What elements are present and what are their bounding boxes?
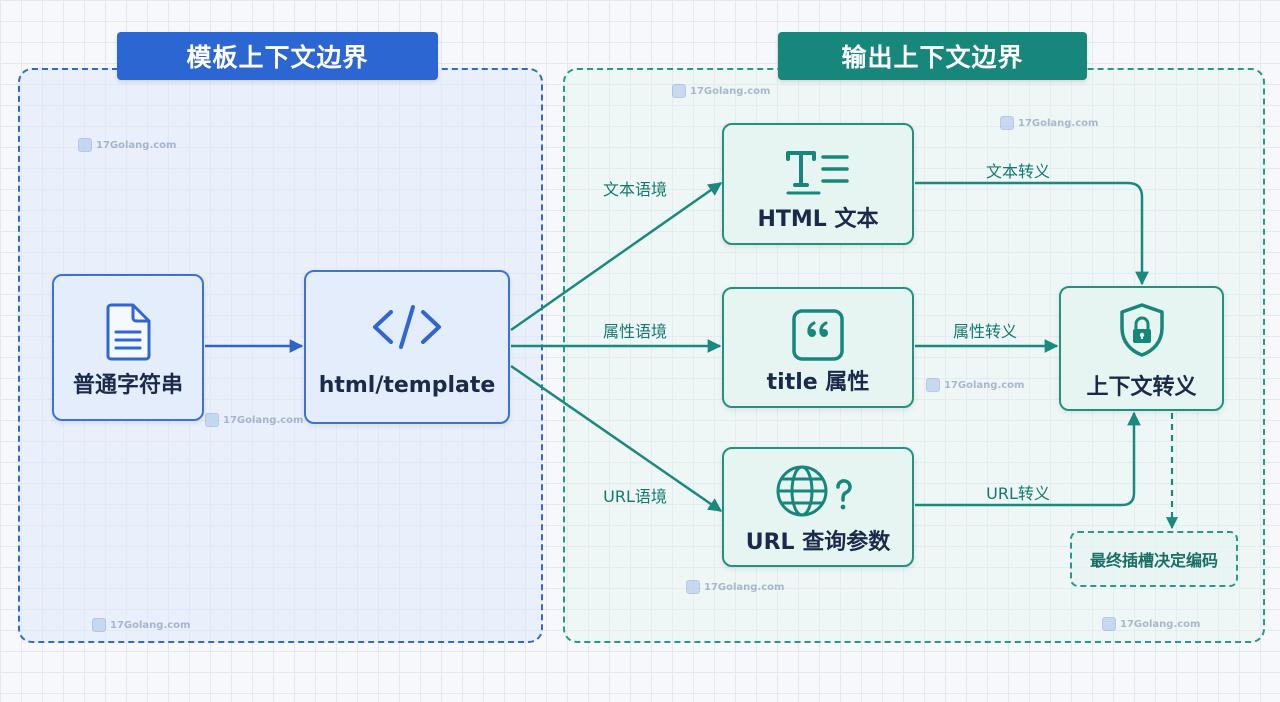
watermark: 17Golang.com <box>78 138 176 152</box>
watermark-logo-icon <box>1102 617 1116 631</box>
context-escape-node: 上下文转义 <box>1059 286 1224 411</box>
document-icon <box>106 303 151 361</box>
edge-label-attr-escape: 属性转义 <box>952 322 1018 341</box>
watermark-logo-icon <box>686 580 700 594</box>
html-template-label: html/template <box>318 373 496 398</box>
arrow-template-to-html-text <box>510 181 723 332</box>
context-escape-label: 上下文转义 <box>1086 375 1197 400</box>
text-format-icon <box>786 151 849 195</box>
watermark-logo-icon <box>1000 116 1014 130</box>
title-attr-label: title 属性 <box>766 370 870 395</box>
html-template-node: html/template <box>304 270 510 424</box>
edge-label-text-escape: 文本转义 <box>985 162 1051 181</box>
edge-label-url-context: URL语境 <box>603 487 667 506</box>
edge-label-attr-context: 属性语境 <box>602 322 668 341</box>
output-region-title: 输出上下文边界 <box>778 32 1087 80</box>
watermark-logo-icon <box>92 618 106 632</box>
plain-string-node: 普通字符串 <box>52 274 204 421</box>
quote-icon <box>792 309 844 361</box>
url-query-node: URL 查询参数 <box>722 447 914 567</box>
edge-label-url-escape: URL转义 <box>986 484 1050 503</box>
watermark-text: 17Golang.com <box>690 85 771 97</box>
watermark: 17Golang.com <box>205 413 303 427</box>
watermark-text: 17Golang.com <box>223 414 304 426</box>
watermark: 17Golang.com <box>92 618 190 632</box>
arrow-url-query-to-escape <box>915 411 1141 507</box>
arrow-template-to-url-query <box>510 364 723 513</box>
html-text-label: HTML 文本 <box>757 207 879 232</box>
watermark-text: 17Golang.com <box>110 619 191 631</box>
code-icon <box>373 305 441 349</box>
edge-label-text-context: 文本语境 <box>602 180 668 199</box>
watermark-logo-icon <box>672 84 686 98</box>
watermark-text: 17Golang.com <box>1018 117 1099 129</box>
shield-lock-icon <box>1119 303 1164 357</box>
watermark: 17Golang.com <box>672 84 770 98</box>
html-text-node: HTML 文本 <box>722 123 914 245</box>
title-attr-node: title 属性 <box>722 287 914 408</box>
watermark: 17Golang.com <box>686 580 784 594</box>
watermark: 17Golang.com <box>926 378 1024 392</box>
watermark-text: 17Golang.com <box>704 581 785 593</box>
watermark: 17Golang.com <box>1000 116 1098 130</box>
url-query-label: URL 查询参数 <box>745 530 891 555</box>
watermark-logo-icon <box>926 378 940 392</box>
watermark-logo-icon <box>78 138 92 152</box>
globe-question-icon <box>776 465 852 517</box>
watermark-logo-icon <box>205 413 219 427</box>
plain-string-label: 普通字符串 <box>72 373 183 398</box>
watermark-text: 17Golang.com <box>944 379 1025 391</box>
watermark: 17Golang.com <box>1102 617 1200 631</box>
arrow-html-text-to-escape <box>915 181 1149 286</box>
template-region-title: 模板上下文边界 <box>117 32 438 80</box>
final-slot-note: 最终插槽决定编码 <box>1070 531 1238 587</box>
watermark-text: 17Golang.com <box>1120 618 1201 630</box>
watermark-text: 17Golang.com <box>96 139 177 151</box>
